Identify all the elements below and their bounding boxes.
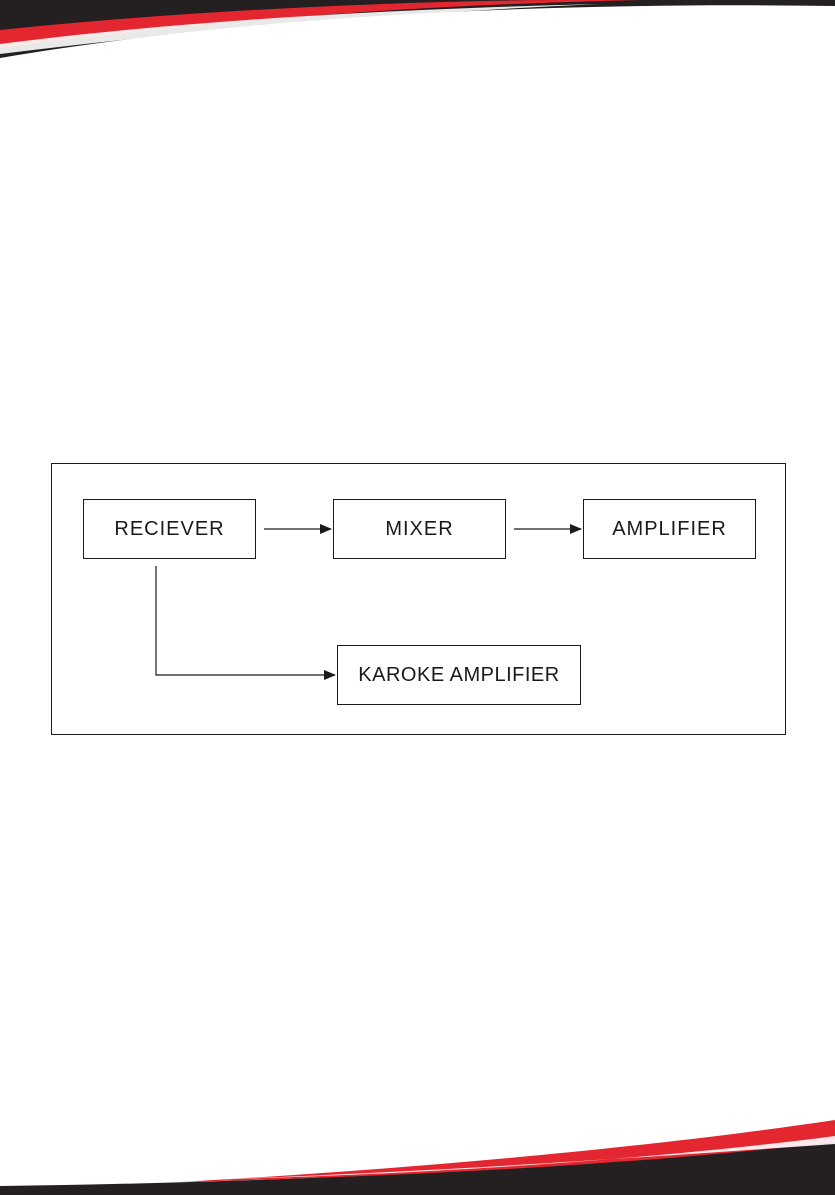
node-mixer-label: MIXER (385, 518, 453, 541)
node-amplifier: AMPLIFIER (583, 499, 756, 559)
node-mixer: MIXER (333, 499, 506, 559)
node-karaoke-amplifier-label: KAROKE AMPLIFIER (358, 664, 559, 687)
node-receiver: RECIEVER (83, 499, 256, 559)
node-receiver-label: RECIEVER (114, 518, 224, 541)
node-amplifier-label: AMPLIFIER (612, 518, 727, 541)
bottom-decorative-band (0, 1120, 835, 1195)
node-karaoke-amplifier: KAROKE AMPLIFIER (337, 645, 581, 705)
top-decorative-band (0, 0, 835, 70)
